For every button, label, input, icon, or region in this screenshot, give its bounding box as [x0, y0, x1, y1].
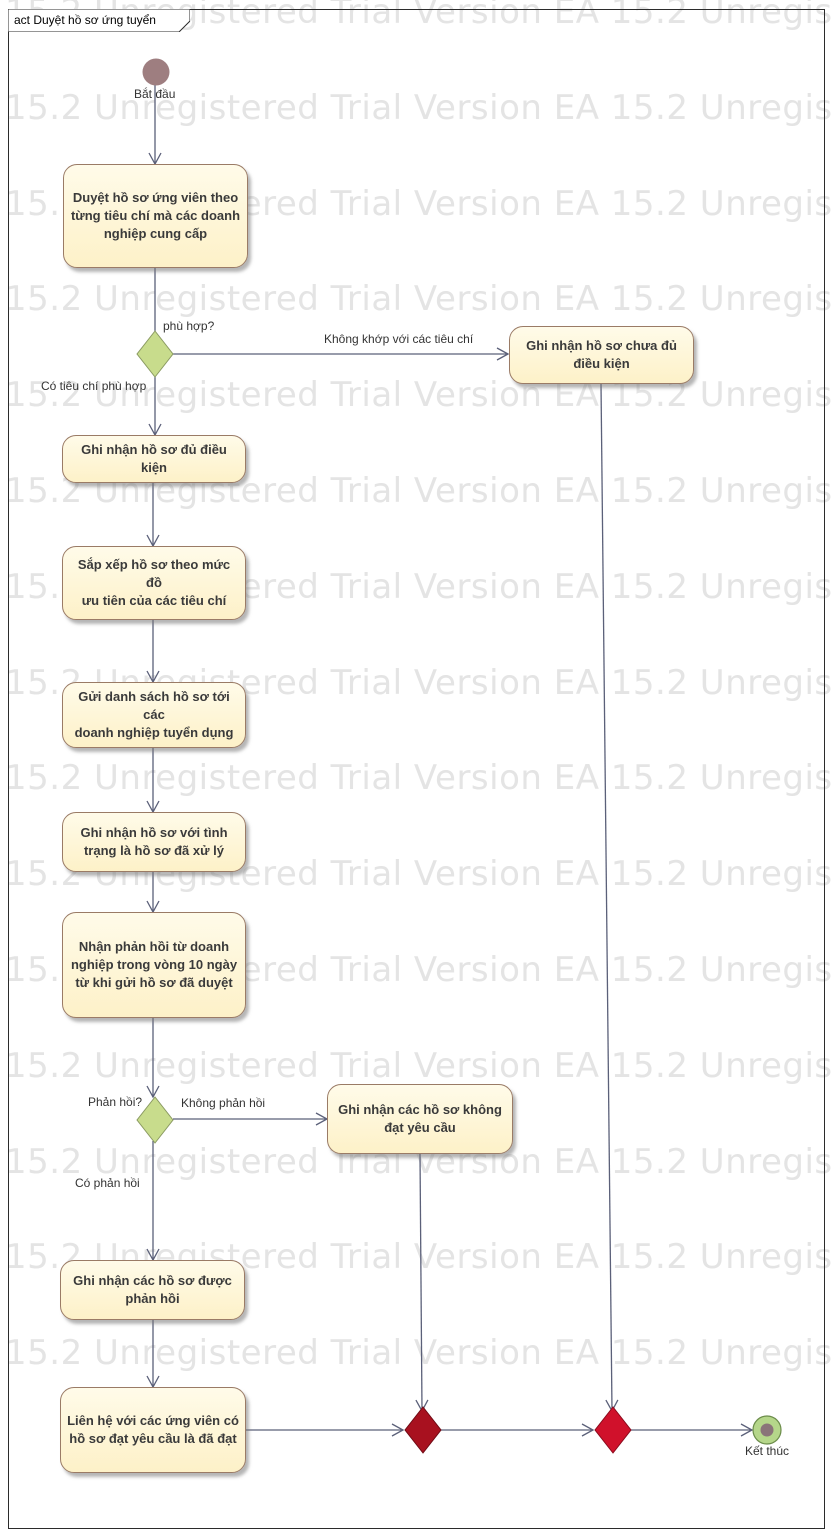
action-send-list[interactable]: Gửi danh sách hồ sơ tới các doanh nghiệp… [62, 682, 246, 748]
merge-node-1 [404, 1406, 442, 1454]
action-record-ineligible-text: Ghi nhận hồ sơ chưa đủ điều kiện [526, 338, 677, 371]
watermark-text: 15.2 Unregistered Trial Version EA 15.2 … [5, 375, 833, 416]
diagram-title: act Duyệt hồ sơ ứng tuyển [14, 13, 156, 27]
decision-suitable [136, 330, 174, 378]
action-record-processed[interactable]: Ghi nhận hồ sơ với tình trạng là hồ sơ đ… [62, 812, 246, 872]
action-record-feedback[interactable]: Ghi nhận các hồ sơ được phản hồi [60, 1260, 245, 1320]
guard-has-criteria: Có tiêu chí phù hợp [41, 379, 147, 393]
action-contact-candidates[interactable]: Liên hệ với các ứng viên có hồ sơ đạt yê… [60, 1387, 246, 1473]
watermark-text: 15.2 Unregistered Trial Version EA 15.2 … [5, 1333, 833, 1374]
final-node-label: Kết thúc [745, 1444, 790, 1458]
action-receive-feedback[interactable]: Nhận phản hồi từ doanh nghiệp trong vòng… [62, 912, 246, 1018]
flow-ineligible-to-merge2 [600, 383, 619, 1413]
guard-feedback-question: Phản hồi? [88, 1095, 143, 1109]
watermark-text: 15.2 Unregistered Trial Version EA 15.2 … [5, 87, 833, 128]
initial-node-label: Bắt đầu [134, 87, 176, 101]
action-record-failed-text: Ghi nhận các hồ sơ không đạt yêu cầu [338, 1102, 502, 1135]
action-record-processed-text: Ghi nhận hồ sơ với tình trạng là hồ sơ đ… [80, 825, 228, 858]
guard-mismatch: Không khớp với các tiêu chí [324, 332, 474, 346]
action-receive-feedback-text: Nhận phản hồi từ doanh nghiệp trong vòng… [70, 939, 238, 990]
title-tab-shape [8, 9, 190, 32]
action-contact-candidates-text: Liên hệ với các ứng viên có hồ sơ đạt yê… [67, 1413, 239, 1446]
flow-failed-to-merge1 [415, 1153, 429, 1413]
action-sort-profiles[interactable]: Sắp xếp hồ sơ theo mức đồ ưu tiên của cá… [62, 546, 246, 620]
watermark-text: 15.2 Unregistered Trial Version EA 15.2 … [5, 279, 833, 320]
guard-has-feedback: Có phản hồi [75, 1176, 140, 1190]
decision-feedback [136, 1096, 174, 1144]
action-record-eligible[interactable]: Ghi nhận hồ sơ đủ điều kiện [62, 435, 246, 483]
diagram-title-tab: act Duyệt hồ sơ ứng tuyển [8, 9, 190, 32]
action-record-ineligible[interactable]: Ghi nhận hồ sơ chưa đủ điều kiện [509, 326, 694, 384]
action-sort-profiles-text: Sắp xếp hồ sơ theo mức đồ ưu tiên của cá… [77, 557, 231, 608]
action-record-failed[interactable]: Ghi nhận các hồ sơ không đạt yêu cầu [327, 1084, 513, 1154]
action-record-feedback-text: Ghi nhận các hồ sơ được phản hồi [73, 1273, 232, 1306]
watermark-text: 15.2 Unregistered Trial Version EA 15.2 … [5, 758, 833, 799]
action-review-profiles[interactable]: Duyệt hồ sơ ứng viên theo từng tiêu chí … [63, 164, 248, 268]
diagram-frame [8, 9, 825, 1529]
action-record-eligible-text: Ghi nhận hồ sơ đủ điều kiện [81, 442, 227, 475]
action-review-profiles-text: Duyệt hồ sơ ứng viên theo từng tiêu chí … [70, 190, 241, 241]
guard-suitable-question: phù hợp? [163, 319, 215, 333]
initial-node [142, 58, 170, 86]
merge-node-2 [594, 1406, 632, 1454]
action-send-list-text: Gửi danh sách hồ sơ tới các doanh nghiệp… [74, 689, 234, 740]
watermark-text: 15.2 Unregistered Trial Version EA 15.2 … [5, 1045, 833, 1086]
final-node [752, 1415, 782, 1445]
guard-no-feedback: Không phản hồi [181, 1096, 266, 1110]
